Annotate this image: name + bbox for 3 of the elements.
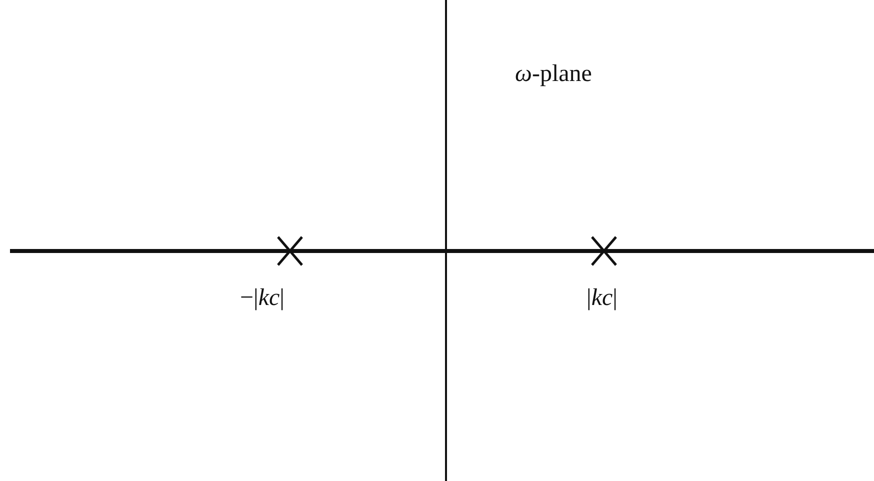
pole-label: |kc| xyxy=(586,286,618,310)
plane-label: ω-plane xyxy=(515,62,592,86)
pole-label: −|kc| xyxy=(240,286,284,310)
